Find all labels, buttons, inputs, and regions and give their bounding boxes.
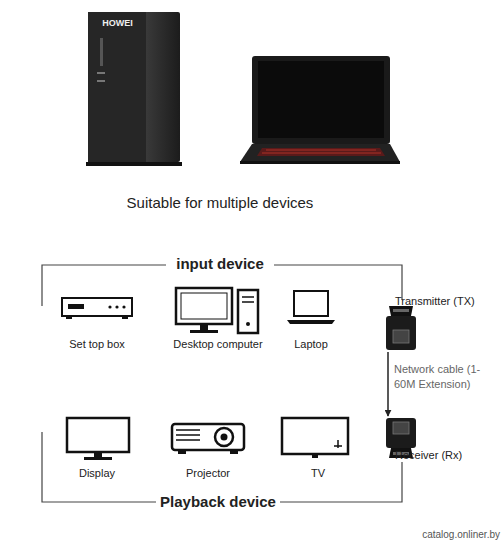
laptop-base	[240, 144, 400, 162]
set-top-box-icon	[62, 298, 132, 316]
device-label: Transmitter (TX)	[395, 295, 492, 308]
device-label: Receiver (Rx)	[395, 449, 484, 462]
laptop-keyboard	[257, 148, 385, 156]
laptop-edge	[240, 161, 400, 164]
tower-icon	[238, 290, 258, 333]
projector-foot	[230, 450, 238, 454]
network-cable-arrow	[387, 352, 389, 416]
transmitter-dongle	[386, 316, 416, 350]
group-bracket	[280, 462, 402, 502]
monitor-neck	[200, 324, 208, 330]
device-label: TV	[270, 467, 366, 480]
hdmi-pins	[393, 309, 409, 312]
tower-port	[97, 80, 105, 82]
transmitter-node: Transmitter (TX)	[380, 295, 492, 352]
device-node: Desktop computer	[160, 280, 276, 351]
laptop-icon-base	[287, 320, 335, 324]
projector-vent	[176, 430, 200, 440]
heading: Suitable for multiple devices	[60, 194, 380, 211]
receiver-node: Receiver (Rx)	[380, 416, 484, 462]
monitor-icon	[176, 288, 232, 324]
laptop-screen	[258, 61, 384, 138]
display-stand	[84, 457, 112, 460]
display-neck	[94, 452, 102, 457]
keyboard-backlight	[262, 150, 381, 153]
projector-foot	[178, 450, 186, 454]
hdmi-plug	[389, 306, 413, 316]
edge-label: Network cable (1-60M Extension)	[394, 362, 494, 392]
tower-front	[88, 12, 146, 162]
device-label: Laptop	[280, 338, 342, 351]
box-foot	[122, 316, 128, 319]
device-label: Set top box	[52, 338, 142, 351]
device-node: Set top box	[52, 284, 142, 351]
monitor-screen	[181, 293, 227, 319]
projector-lens-core	[221, 434, 228, 441]
tower-foot	[86, 162, 182, 166]
receiver-dongle	[386, 418, 416, 448]
rj45-port	[393, 330, 409, 343]
tower-case	[88, 12, 180, 162]
tv-icon	[282, 418, 348, 454]
box-button	[108, 305, 111, 308]
power-button	[246, 322, 250, 326]
box-button	[122, 305, 125, 308]
laptop-lid	[252, 56, 390, 144]
laptop-icon	[294, 291, 328, 316]
tv-stand	[312, 454, 318, 458]
device-node: Display	[52, 412, 142, 480]
projector-icon	[172, 424, 244, 450]
device-node: Projector	[160, 412, 256, 480]
device-label: Desktop computer	[160, 338, 276, 351]
rj45-port	[393, 422, 409, 434]
device-label: Display	[52, 467, 142, 480]
box-button	[115, 305, 118, 308]
tv-detail	[334, 440, 342, 448]
device-node: Laptop	[280, 282, 342, 351]
device-label: Projector	[160, 467, 256, 480]
group-label: Playback device	[156, 493, 280, 510]
box-foot	[66, 316, 72, 319]
watermark: catalog.onliner.by	[384, 529, 500, 540]
tower-port	[97, 72, 105, 74]
box-display	[68, 304, 84, 309]
monitor-stand	[190, 330, 218, 333]
projector-lens	[215, 428, 233, 446]
tower-slot	[100, 38, 103, 66]
device-node: TV	[270, 412, 366, 480]
brand-logo: HOWEI	[95, 18, 140, 28]
display-icon	[67, 418, 129, 452]
group-label: input device	[166, 255, 274, 272]
tower-drive	[242, 297, 254, 302]
